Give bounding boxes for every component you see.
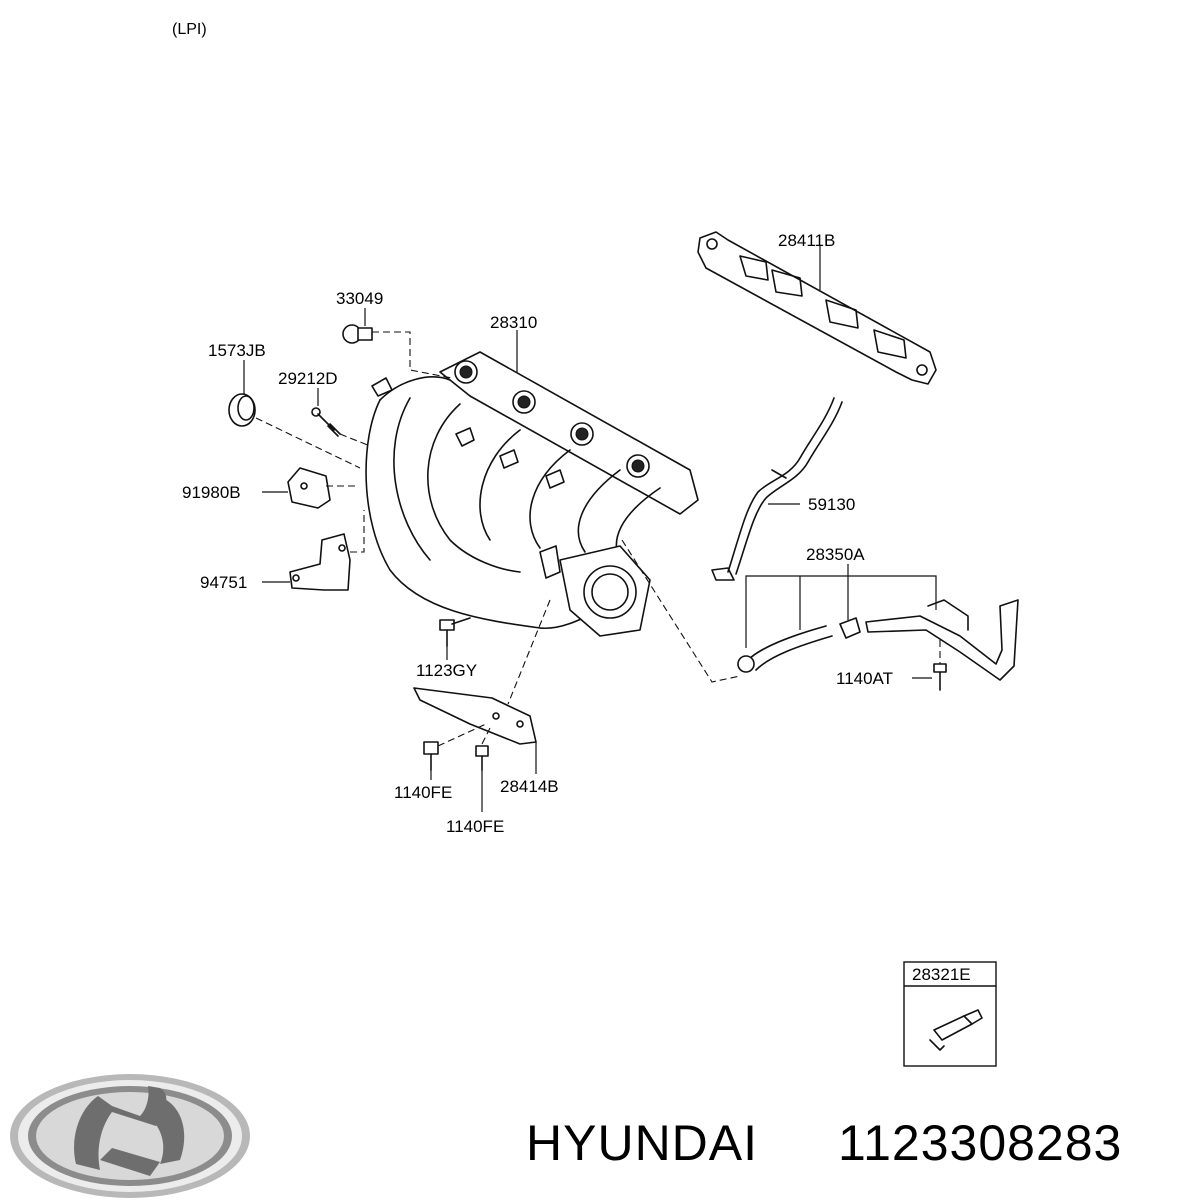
label-1140FE-b: 1140FE: [446, 817, 504, 836]
bolt-1123GY: [439, 617, 471, 647]
dashline-1140FE-a: [437, 723, 487, 747]
label-94751: 94751: [200, 573, 247, 592]
label-28414B: 28414B: [500, 777, 559, 796]
hose-part: [711, 397, 843, 581]
dashline-1140FE-b: [481, 727, 491, 745]
dashline-33049: [372, 331, 453, 379]
dashline-94751: [350, 510, 365, 553]
brand-name: HYUNDAI: [526, 1115, 758, 1171]
sensor-28321E-part: [929, 1009, 983, 1051]
dashline-pipe: [621, 539, 741, 683]
part-number: 1123308283: [838, 1115, 1122, 1171]
label-91980B: 91980B: [182, 483, 241, 502]
intake-manifold-part: [365, 351, 699, 637]
dashline-1573JB: [255, 417, 361, 469]
label-28350A: 28350A: [806, 545, 865, 564]
hyundai-logo-icon: [10, 1074, 250, 1198]
bracket-28350A: [745, 575, 937, 648]
label-1140AT: 1140AT: [836, 669, 893, 688]
dashline-29212D: [339, 433, 371, 447]
label-59130: 59130: [808, 495, 855, 514]
bolt-1140AT: [933, 663, 947, 691]
bolt-1140FE-a: [423, 741, 439, 771]
stay-bracket-part: [413, 687, 537, 745]
label-29212D: 29212D: [278, 369, 338, 388]
label-33049: 33049: [336, 289, 383, 308]
dashline-28414B: [507, 599, 551, 705]
cap-part: [228, 393, 256, 427]
variant-label: (LPI): [172, 21, 207, 38]
label-28321E: 28321E: [912, 965, 971, 984]
bracket-part: [287, 467, 331, 509]
label-1140FE-a: 1140FE: [394, 783, 452, 802]
mount-bracket-part: [289, 533, 351, 591]
sensor-part: [342, 324, 373, 344]
gasket-part: [697, 231, 937, 385]
label-28411B: 28411B: [778, 231, 835, 250]
label-28310: 28310: [490, 313, 537, 332]
inset-box-28321E: 28321E: [903, 961, 997, 1067]
pipe-assembly-part: [737, 599, 1019, 681]
fitting-part: [311, 407, 341, 437]
label-1573JB: 1573JB: [208, 341, 266, 360]
label-1123GY: 1123GY: [416, 661, 477, 680]
bolt-1140FE-b: [475, 745, 489, 771]
